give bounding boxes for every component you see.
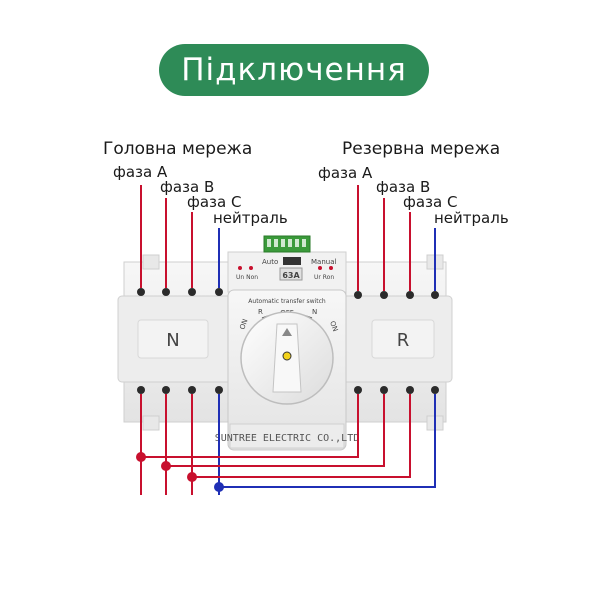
indicator-right-label: Ur Ron <box>314 274 334 281</box>
pos-n-label: N <box>312 308 317 316</box>
right-switch-block: R <box>339 254 453 431</box>
pos-on-right-label: ON <box>328 320 339 333</box>
indicator-led-right-1 <box>318 266 322 270</box>
pos-on-left-label: ON <box>238 318 249 331</box>
mode-manual-label: Manual <box>311 258 336 266</box>
left-block-mark: N <box>166 330 179 351</box>
switch-title: Automatic transfer switch <box>248 298 326 305</box>
main-neutral-label: нейтраль <box>213 209 288 227</box>
backup-input-wires <box>357 185 436 291</box>
pos-r-label: R <box>258 308 263 316</box>
backup-neutral-label: нейтраль <box>434 209 509 227</box>
right-block-mark: R <box>397 330 410 351</box>
indicator-led-right-2 <box>329 266 333 270</box>
handle-indicator <box>282 351 292 361</box>
main-input-wires <box>140 185 220 288</box>
backup-output-links <box>141 394 436 488</box>
indicator-led-left-2 <box>249 266 253 270</box>
backup-phase-a-label: фаза A <box>318 164 373 182</box>
rating-label: 63A <box>282 271 300 280</box>
main-phase-c-label: фаза C <box>187 193 242 211</box>
terminal-screws <box>137 288 439 394</box>
junction-dots <box>136 452 224 492</box>
title-badge: Підключення <box>159 44 429 96</box>
indicator-led-left-1 <box>238 266 242 270</box>
backup-network-title: Резервна мережа <box>342 139 501 159</box>
mode-auto-label: Auto <box>262 258 278 266</box>
indicator-left-label: Un Non <box>236 274 258 281</box>
mode-selector <box>283 257 301 265</box>
main-phase-b-label: фаза B <box>160 178 215 196</box>
rotary-handle[interactable] <box>240 311 334 405</box>
main-phase-a-label: фаза A <box>113 163 168 181</box>
backup-phase-c-label: фаза C <box>403 193 458 211</box>
brand-label: SUNTREE ELECTRIC CO.,LTD <box>215 433 360 444</box>
handle-pointer-icon <box>282 328 292 336</box>
controller-unit: Auto Manual 63A Un Non Ur Ron Automatic … <box>215 235 360 451</box>
backup-phase-b-label: фаза B <box>376 178 431 196</box>
main-network-title: Головна мережа <box>103 139 253 159</box>
